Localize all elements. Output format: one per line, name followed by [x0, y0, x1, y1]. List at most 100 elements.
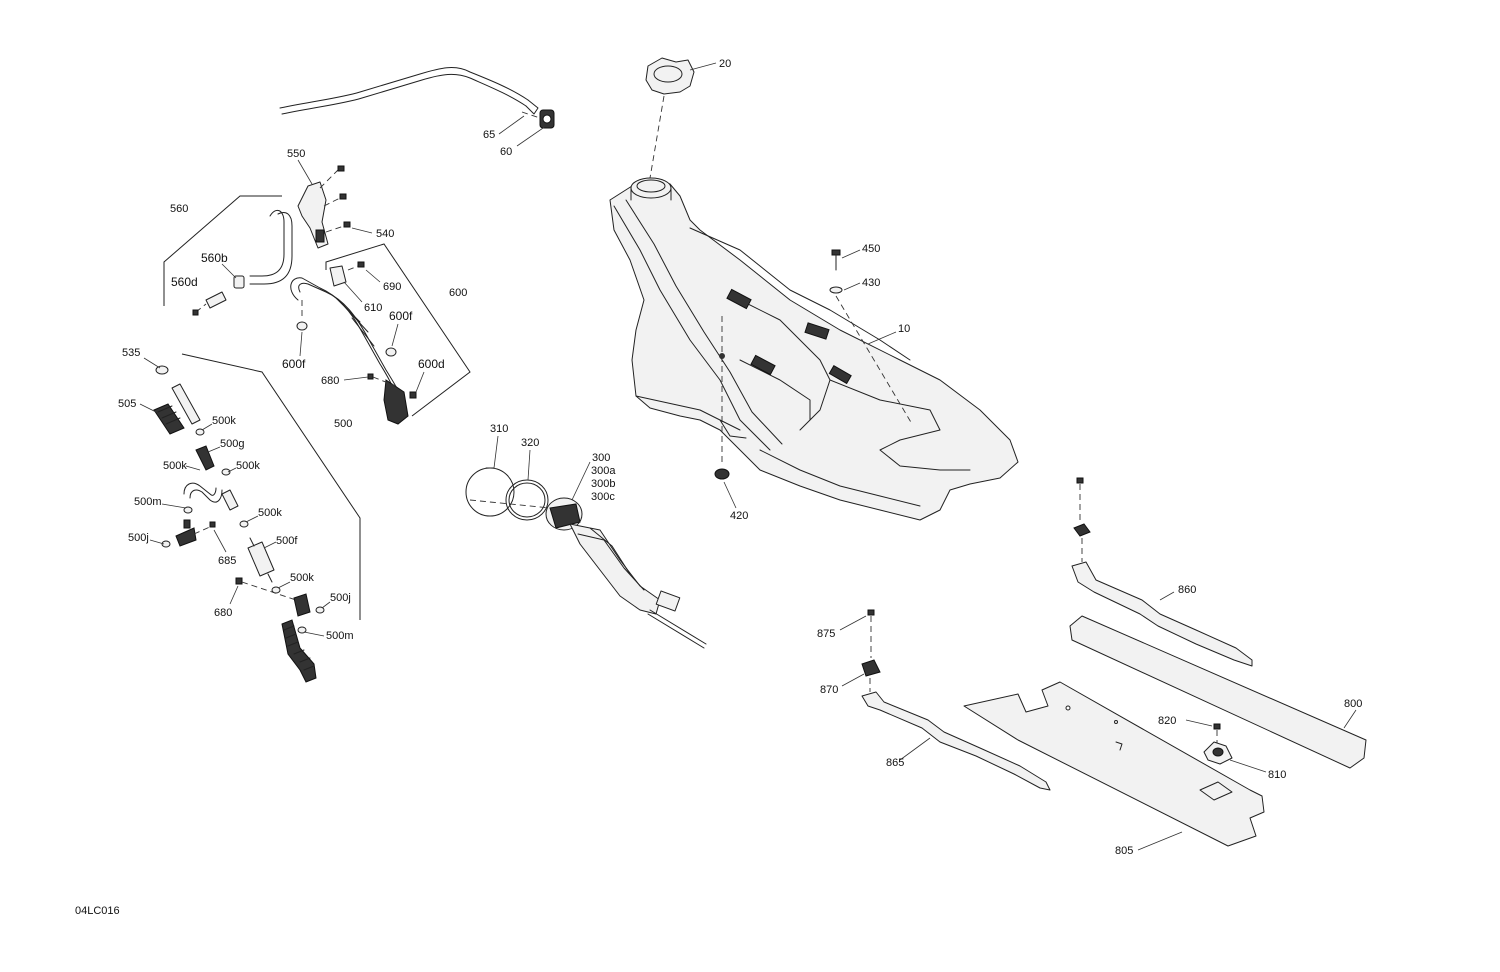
- clip-610: [329, 265, 347, 287]
- callout-860: 860: [1178, 584, 1196, 596]
- clamp-600f-a: [296, 300, 308, 331]
- leader-500j-b: [321, 601, 331, 609]
- strap-865: [861, 691, 1051, 791]
- leader-300: [571, 461, 591, 501]
- clamp-500j-a: [161, 540, 171, 548]
- leader-805: [1137, 831, 1183, 851]
- plate-805: [963, 681, 1265, 847]
- vent-hose: [279, 67, 539, 115]
- screw-820: [1213, 723, 1221, 744]
- clamp-560b: [233, 275, 245, 289]
- clamp-535: [155, 365, 169, 375]
- strap-860: [1071, 561, 1253, 667]
- filter-500f: [247, 537, 275, 583]
- callout-500k-c: 500k: [236, 460, 260, 472]
- leader-875: [839, 615, 867, 631]
- ring-310: [465, 467, 515, 517]
- leader-65: [521, 111, 541, 119]
- clamp-500k-a: [195, 428, 205, 436]
- bolt-450: [831, 249, 841, 271]
- hose-600: [290, 277, 409, 425]
- callout-500j-a: 500j: [128, 532, 149, 544]
- callout-535: 535: [122, 347, 140, 359]
- bracket-500: [181, 353, 361, 620]
- leader-865: [899, 737, 931, 761]
- clamp-500m-b: [297, 626, 307, 634]
- leader-690: [365, 269, 381, 283]
- bracket-600: [325, 243, 471, 417]
- callout-800: 800: [1344, 698, 1362, 710]
- cap-axis: [649, 95, 665, 179]
- seal-320: [505, 479, 549, 521]
- leader-560b: [221, 263, 237, 279]
- leader-680-b: [229, 585, 239, 605]
- callout-500j-b: 500j: [330, 592, 351, 604]
- clamp-500k-d: [239, 520, 249, 528]
- leader-500k-e: [277, 581, 291, 589]
- leader-550: [297, 159, 313, 185]
- leader-500k-a: [201, 423, 213, 431]
- callout-685: 685: [218, 555, 236, 567]
- callout-690: 690: [383, 281, 401, 293]
- callout-600: 600: [449, 287, 467, 299]
- leader-500k-b: [185, 465, 201, 471]
- leader-60: [516, 125, 547, 147]
- fuel-pump: [545, 497, 707, 649]
- callout-820: 820: [1158, 715, 1176, 727]
- grommet-420: [714, 468, 730, 480]
- callout-550: 550: [287, 148, 305, 160]
- corrugated-hose: [281, 619, 317, 683]
- connector-500: [293, 593, 311, 617]
- callout-600f-b: 600f: [389, 309, 413, 323]
- callout-300: 300: [592, 452, 610, 464]
- clamp-500m-a: [183, 506, 193, 514]
- callout-560d: 560d: [171, 275, 198, 289]
- callout-300c: 300c: [591, 491, 615, 503]
- screw-690: [347, 261, 365, 271]
- callout-10: 10: [898, 323, 910, 335]
- leader-860: [1159, 591, 1175, 601]
- leader-430: [843, 282, 861, 291]
- leader-800: [1343, 709, 1357, 729]
- leader-10: [867, 331, 897, 345]
- leader-600f-a: [299, 331, 303, 357]
- callout-500k-d: 500k: [258, 507, 282, 519]
- leader-810: [1229, 759, 1267, 773]
- fitting-560d: [192, 291, 227, 316]
- callout-805: 805: [1115, 845, 1133, 857]
- fitting-600d: [409, 391, 417, 399]
- callout-600f-a: 600f: [282, 357, 306, 371]
- fuel-cap: [645, 57, 695, 95]
- fuel-tank: [609, 177, 1019, 521]
- leader-685: [213, 529, 227, 553]
- callout-500m-a: 500m: [134, 496, 162, 508]
- tee-fitting: [175, 519, 216, 547]
- callout-500k-e: 500k: [290, 572, 314, 584]
- leader-870: [841, 673, 865, 687]
- leader-540: [351, 227, 373, 234]
- callout-420: 420: [730, 510, 748, 522]
- callout-610: 610: [364, 302, 382, 314]
- callout-20: 20: [719, 58, 731, 70]
- drawing-code: 04LC016: [75, 905, 120, 917]
- spring-505: [153, 403, 185, 435]
- leader-500k-d: [245, 515, 259, 523]
- screw-680-b: [235, 577, 297, 601]
- leader-420: [723, 481, 737, 509]
- callout-320: 320: [521, 437, 539, 449]
- vent-valve: [539, 109, 555, 129]
- leader-320: [527, 449, 531, 481]
- callout-500k-a: 500k: [212, 415, 236, 427]
- leader-600f-b: [391, 323, 399, 347]
- leader-505: [139, 403, 157, 413]
- leader-600d: [415, 371, 425, 393]
- leader-500m-b: [303, 631, 325, 637]
- bolt-axis: [835, 295, 913, 425]
- hose-elbow: [183, 482, 223, 503]
- leader-500g: [207, 446, 221, 453]
- leader-500k-c: [227, 467, 237, 473]
- bracket-560: [163, 195, 282, 306]
- sleeve-500: [171, 383, 201, 425]
- callout-560: 560: [170, 203, 188, 215]
